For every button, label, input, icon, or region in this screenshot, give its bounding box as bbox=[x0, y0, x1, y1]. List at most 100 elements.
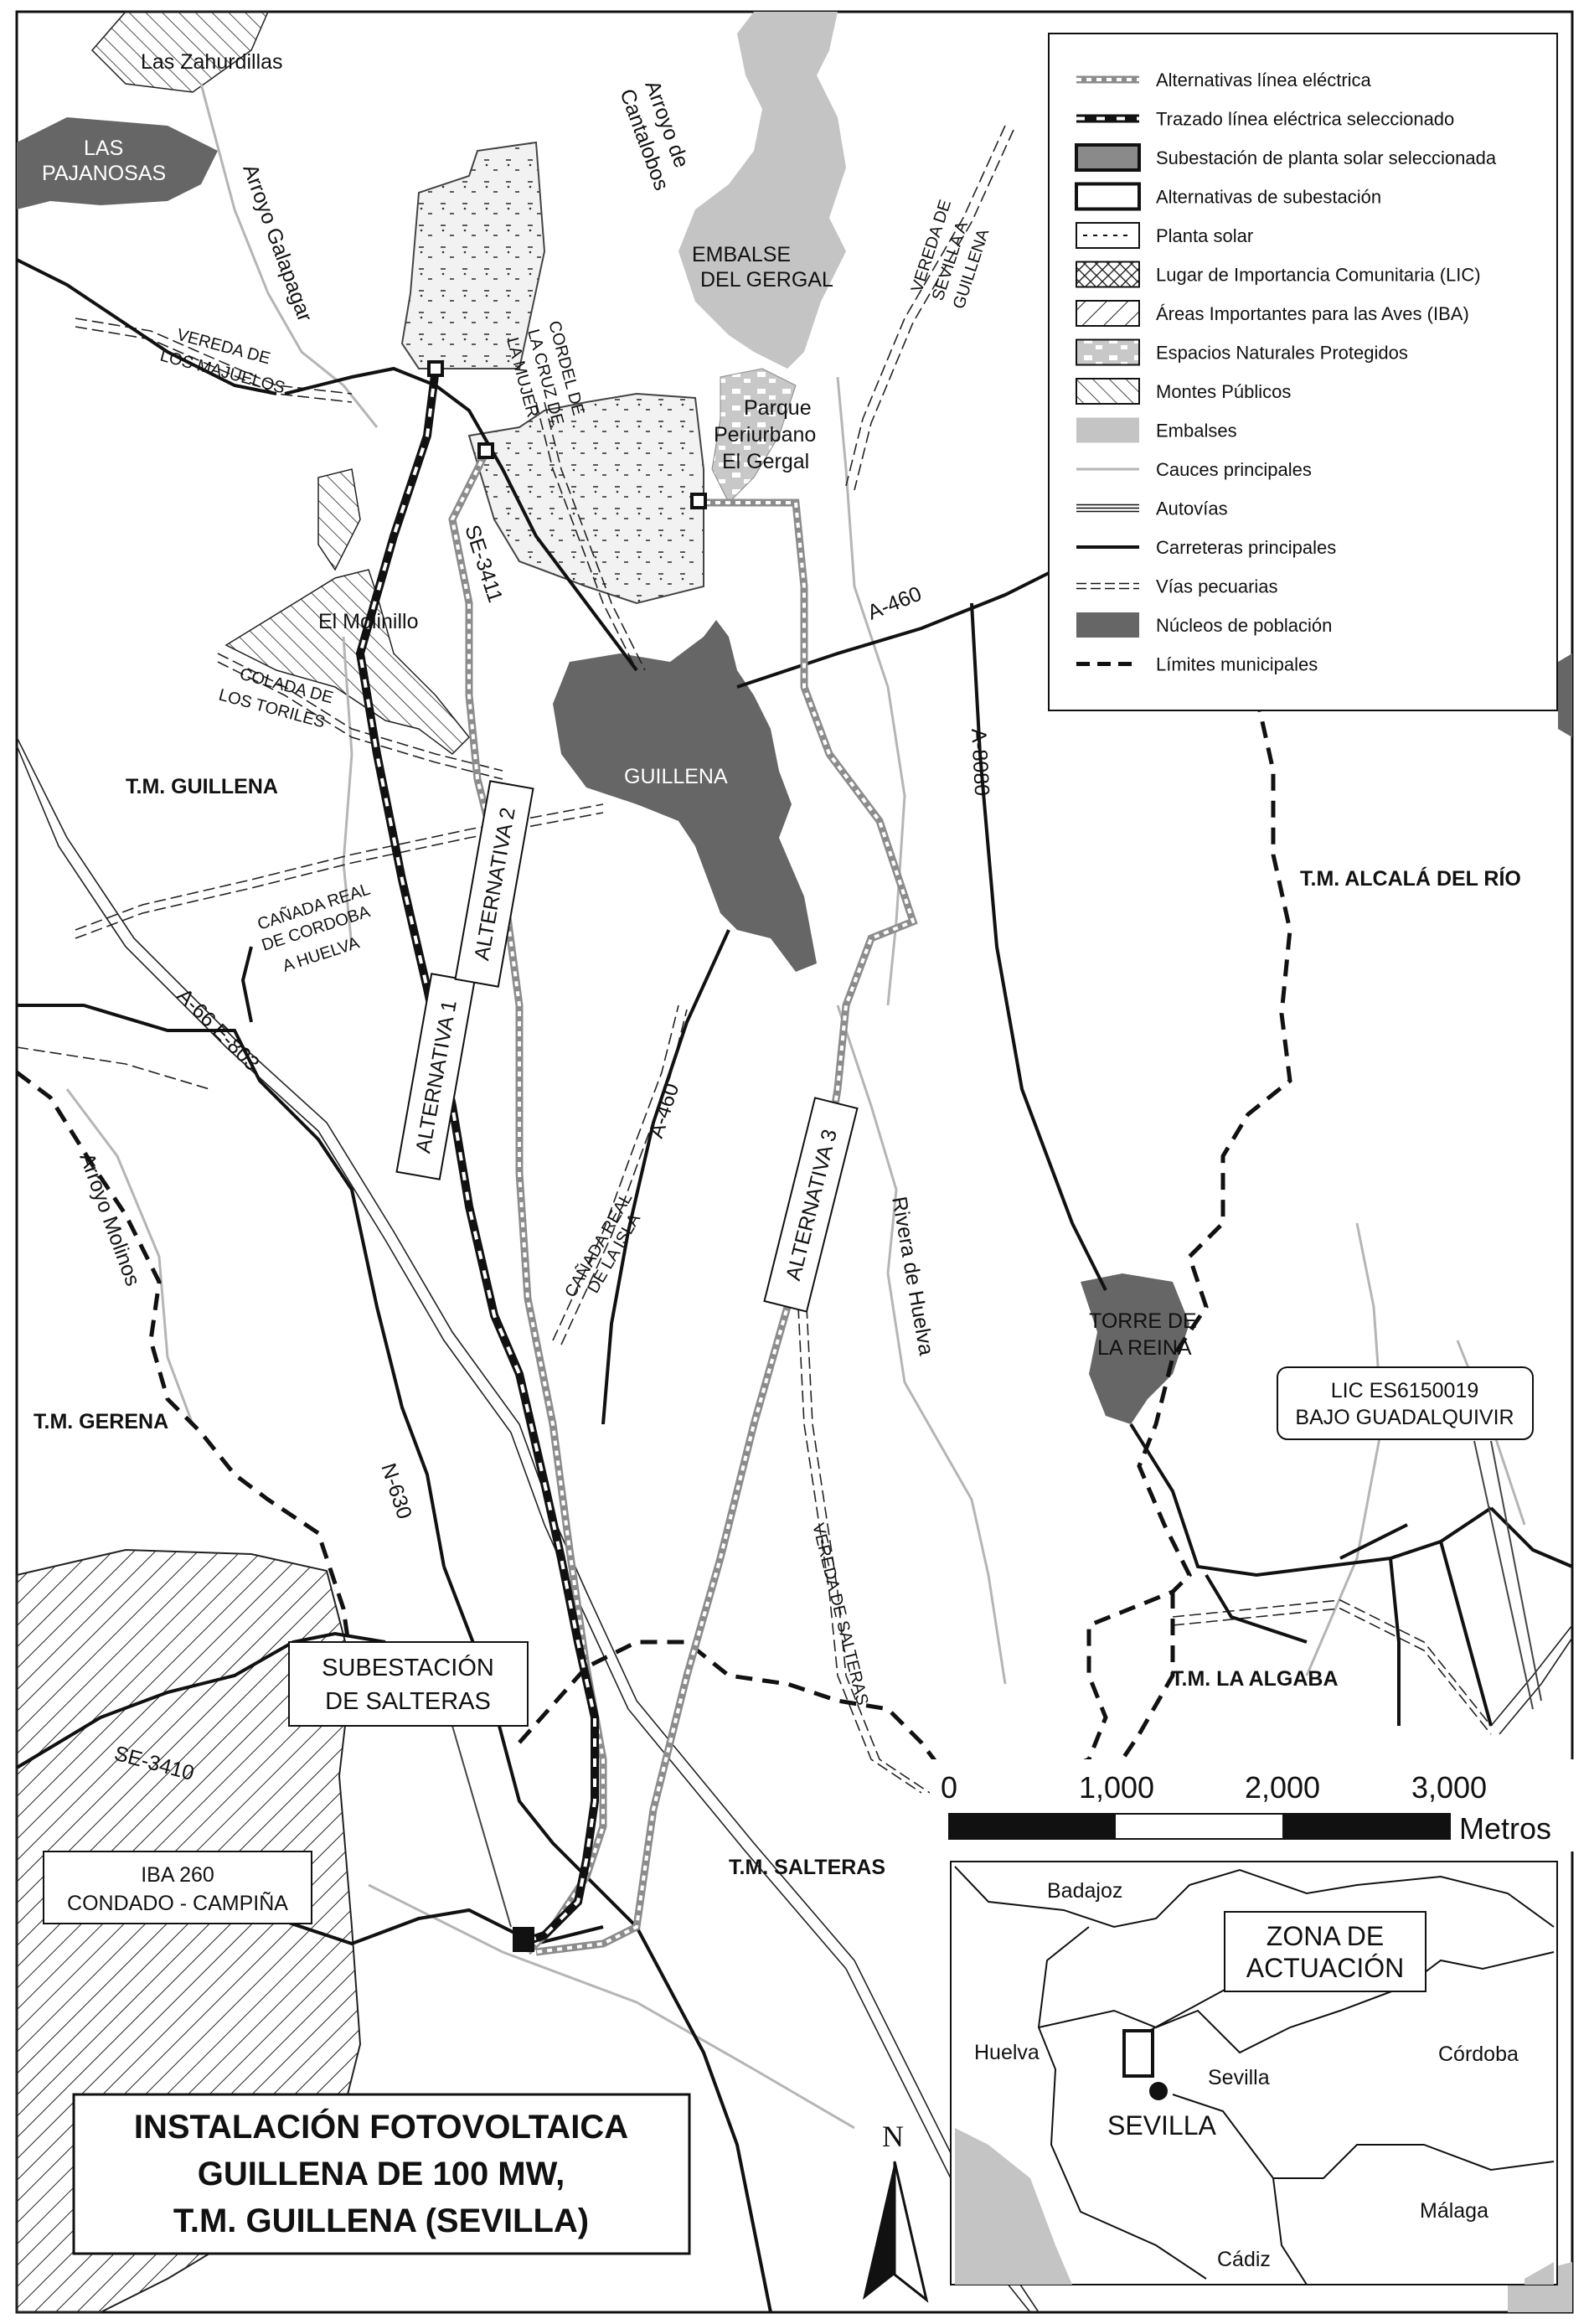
inset-cadiz: Cádiz bbox=[1217, 2248, 1271, 2271]
inset-zona-box bbox=[1122, 2029, 1154, 2078]
label-parque-3: El Gergal bbox=[722, 450, 809, 473]
legend-label-limites: Límites municipales bbox=[1156, 654, 1318, 675]
title-block: INSTALACIÓN FOTOVOLTAICA GUILLENA DE 100… bbox=[72, 2093, 691, 2255]
legend-label-embalses: Embalses bbox=[1156, 421, 1237, 442]
iba-callout: IBA 260 CONDADO - CAMPIÑA bbox=[43, 1851, 312, 1924]
label-iba-2: CONDADO - CAMPIÑA bbox=[67, 1891, 288, 1915]
legend-label-cauces: Cauces principales bbox=[1156, 459, 1312, 480]
label-tm-salteras: T.M. SALTERAS bbox=[729, 1856, 885, 1879]
legend-label-iba: Áreas Importantes para las Aves (IBA) bbox=[1156, 303, 1469, 324]
enp-parque-periurbano bbox=[711, 368, 797, 504]
legend-symbol-lic bbox=[1076, 261, 1140, 288]
legend-row-sel-sub: Subestación de planta solar seleccionada bbox=[1075, 143, 1497, 172]
label-lic-2: BAJO GUADALQUIVIR bbox=[1295, 1406, 1514, 1429]
alternativas-linea-dash bbox=[450, 452, 916, 1954]
label-guillena: GUILLENA bbox=[624, 765, 728, 788]
legend-row-solar: Planta solar bbox=[1076, 222, 1253, 249]
title-line-2: GUILLENA DE 100 MW, bbox=[198, 2156, 565, 2192]
legend-label-lic: Lugar de Importancia Comunitaria (LIC) bbox=[1156, 265, 1481, 286]
legend-row-nucleos: Núcleos de población bbox=[1076, 612, 1332, 638]
alternativa-2-box: ALTERNATIVA 2 bbox=[454, 780, 534, 988]
legend-label-carreteras: Carreteras principales bbox=[1156, 537, 1336, 558]
inset-malaga: Málaga bbox=[1420, 2199, 1488, 2223]
inset-boundaries bbox=[954, 1866, 1555, 1929]
scale-seg-3 bbox=[1282, 1814, 1449, 1839]
nucleos-poblacion bbox=[17, 117, 1572, 1424]
subestacion-callout: SUBESTACIÓN DE SALTERAS bbox=[288, 1641, 529, 1727]
legend-label-alt-line: Alternativas línea eléctrica bbox=[1156, 70, 1372, 90]
scale-seg-1 bbox=[949, 1814, 1116, 1839]
alt-substation-2 bbox=[477, 442, 494, 459]
label-tm-gerena: T.M. GERENA bbox=[34, 1410, 168, 1433]
legend-row-embalses: Embalses bbox=[1076, 417, 1237, 443]
label-las-zahurdillas: Las Zahurdillas bbox=[141, 50, 283, 74]
legend-label-enp: Espacios Naturales Protegidos bbox=[1156, 343, 1408, 364]
legend-row-alt-line: Alternativas línea eléctrica bbox=[1076, 70, 1372, 90]
legend-symbol-iba bbox=[1076, 300, 1140, 327]
legend-row-iba: Áreas Importantes para las Aves (IBA) bbox=[1076, 300, 1469, 327]
inset-badajoz: Badajoz bbox=[1047, 1879, 1122, 1903]
legend-row-autovias: Autovías bbox=[1076, 498, 1228, 519]
legend-label-montes: Montes Públicos bbox=[1156, 381, 1291, 402]
legend-row-carreteras: Carreteras principales bbox=[1076, 537, 1336, 558]
montes-publicos bbox=[90, 11, 471, 755]
legend-row-vias: Vías pecuarias bbox=[1076, 576, 1278, 597]
legend-symbol-solar bbox=[1076, 222, 1140, 249]
title-line-1: INSTALACIÓN FOTOVOLTAICA bbox=[134, 2107, 628, 2146]
inset-zona-2: ACTUACIÓN bbox=[1246, 1953, 1404, 1983]
legend-label-nucleos: Núcleos de población bbox=[1156, 615, 1332, 636]
legend-row-cauces: Cauces principales bbox=[1076, 459, 1312, 480]
solar-plant-areas bbox=[400, 141, 704, 605]
title-line-3: T.M. GUILLENA (SEVILLA) bbox=[173, 2203, 589, 2239]
subestaciones bbox=[427, 360, 707, 1952]
label-tm-alcala: T.M. ALCALÁ DEL RÍO bbox=[1300, 866, 1521, 891]
legend-row-enp: Espacios Naturales Protegidos bbox=[1076, 338, 1408, 366]
legend-symbol-embalses bbox=[1076, 417, 1139, 443]
legend-symbol-alt-sub bbox=[1075, 182, 1141, 211]
label-tm-guillena: T.M. GUILLENA bbox=[126, 775, 278, 798]
label-tm-algaba: T.M. LA ALGABA bbox=[1171, 1667, 1339, 1691]
label-a8080: A-8080 bbox=[967, 728, 993, 797]
label-el-molinillo: El Molinillo bbox=[318, 610, 418, 633]
label-subestacion-1: SUBESTACIÓN bbox=[322, 1654, 494, 1681]
label-lic-1: LIC ES6150019 bbox=[1331, 1379, 1479, 1402]
label-subestacion-2: DE SALTERAS bbox=[325, 1688, 491, 1715]
legend-symbol-vias bbox=[1076, 582, 1139, 590]
label-las-pajanosas-2: PAJANOSAS bbox=[42, 162, 166, 185]
legend-symbol-autovias bbox=[1076, 504, 1139, 513]
trazado-seleccionado bbox=[355, 368, 599, 1948]
scale-tick-1: 1,000 bbox=[1079, 1770, 1154, 1805]
scale-tick-2: 2,000 bbox=[1245, 1770, 1320, 1805]
legend-label-alt-sub: Alternativas de subestación bbox=[1156, 187, 1381, 208]
label-parque-1: Parque bbox=[744, 396, 812, 420]
legend-label-sel-line: Trazado línea eléctrica seleccionado bbox=[1156, 109, 1454, 130]
lic-callout: LIC ES6150019 BAJO GUADALQUIVIR bbox=[1277, 1366, 1534, 1440]
label-torre-2: LA REINA bbox=[1097, 1336, 1192, 1360]
legend-row-lic: Lugar de Importancia Comunitaria (LIC) bbox=[1076, 261, 1481, 288]
inset-huelva: Huelva bbox=[974, 2041, 1040, 2064]
label-torre-1: TORRE DE bbox=[1089, 1309, 1197, 1333]
label-embalse-2: DEL GERGAL bbox=[700, 268, 833, 292]
legend-symbol-enp bbox=[1076, 338, 1140, 366]
alternativa-3-box: ALTERNATIVA 3 bbox=[763, 1097, 859, 1313]
legend-row-limites: Límites municipales bbox=[1076, 654, 1318, 675]
label-las-pajanosas-1: LAS bbox=[84, 137, 123, 160]
inset-zona-1: ZONA DE bbox=[1267, 1921, 1384, 1951]
scale-bar: 0 1,000 2,000 3,000 Metros bbox=[930, 1759, 1576, 1851]
alt-substation-1 bbox=[427, 360, 444, 377]
inset-sevilla-city: SEVILLA bbox=[1107, 2110, 1217, 2141]
limites-municipales bbox=[15, 695, 1292, 1779]
label-iba-1: IBA 260 bbox=[141, 1863, 214, 1887]
label-embalse-1: EMBALSE bbox=[692, 243, 791, 266]
legend-row-sel-line: Trazado línea eléctrica seleccionado bbox=[1076, 109, 1454, 130]
legend-symbol-montes bbox=[1076, 378, 1140, 405]
inset-cordoba: Córdoba bbox=[1438, 2043, 1519, 2066]
alt-substation-3 bbox=[690, 493, 707, 509]
legend-row-montes: Montes Públicos bbox=[1076, 378, 1291, 405]
legend-symbol-nucleos bbox=[1076, 612, 1139, 638]
legend-label-vias: Vías pecuarias bbox=[1156, 576, 1278, 597]
scale-tick-3: 3,000 bbox=[1411, 1770, 1487, 1805]
legend-symbol-sel-sub bbox=[1075, 143, 1141, 172]
